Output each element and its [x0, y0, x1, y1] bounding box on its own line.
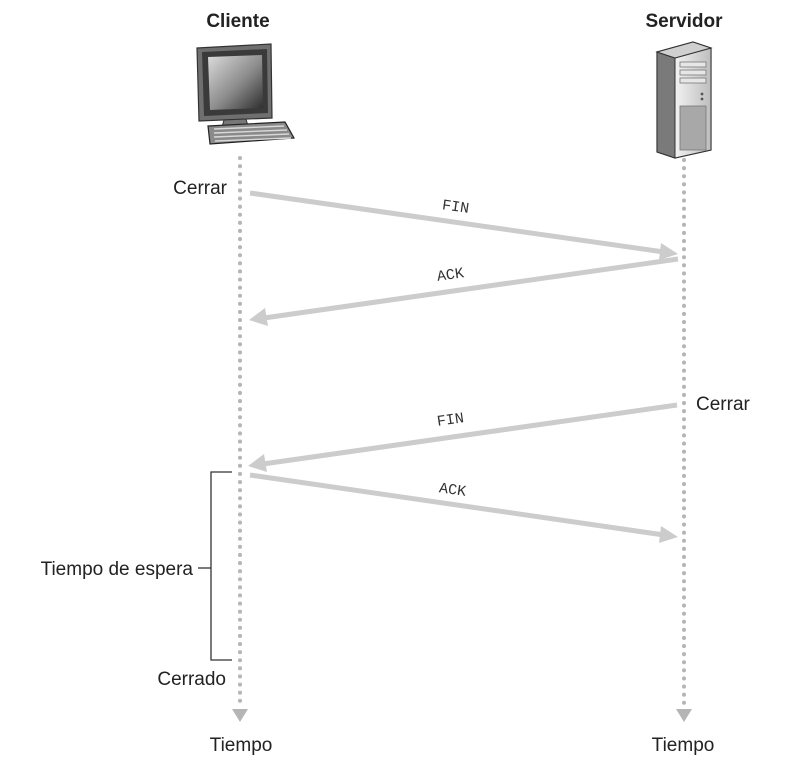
- client-closed-label: Cerrado: [157, 669, 226, 690]
- client-timeline-arrowhead: [232, 709, 248, 722]
- message-arrow-ack-2: [249, 472, 678, 543]
- tower-server-icon: [655, 41, 713, 159]
- time-wait-bracket: [198, 471, 232, 661]
- message-label-ack-2: ACK: [438, 480, 467, 501]
- server-timeline-arrowhead: [676, 709, 692, 722]
- server-title: Servidor: [645, 11, 723, 32]
- server-time-label: Tiempo: [652, 735, 715, 756]
- desktop-computer-icon: [196, 43, 295, 145]
- client-close-label: Cerrar: [173, 178, 228, 199]
- client-time-label: Tiempo: [210, 735, 273, 756]
- message-label-ack-1: ACK: [436, 265, 465, 286]
- message-label-fin-1: FIN: [441, 197, 470, 218]
- server-close-label: Cerrar: [696, 394, 751, 415]
- time-wait-label: Tiempo de espera: [41, 559, 194, 580]
- message-arrow-fin-2: [248, 402, 678, 472]
- message-arrow-fin-1: [249, 190, 678, 260]
- message-arrow-ack-1: [249, 256, 679, 326]
- client-title: Cliente: [206, 11, 269, 32]
- message-label-fin-2: FIN: [436, 410, 465, 431]
